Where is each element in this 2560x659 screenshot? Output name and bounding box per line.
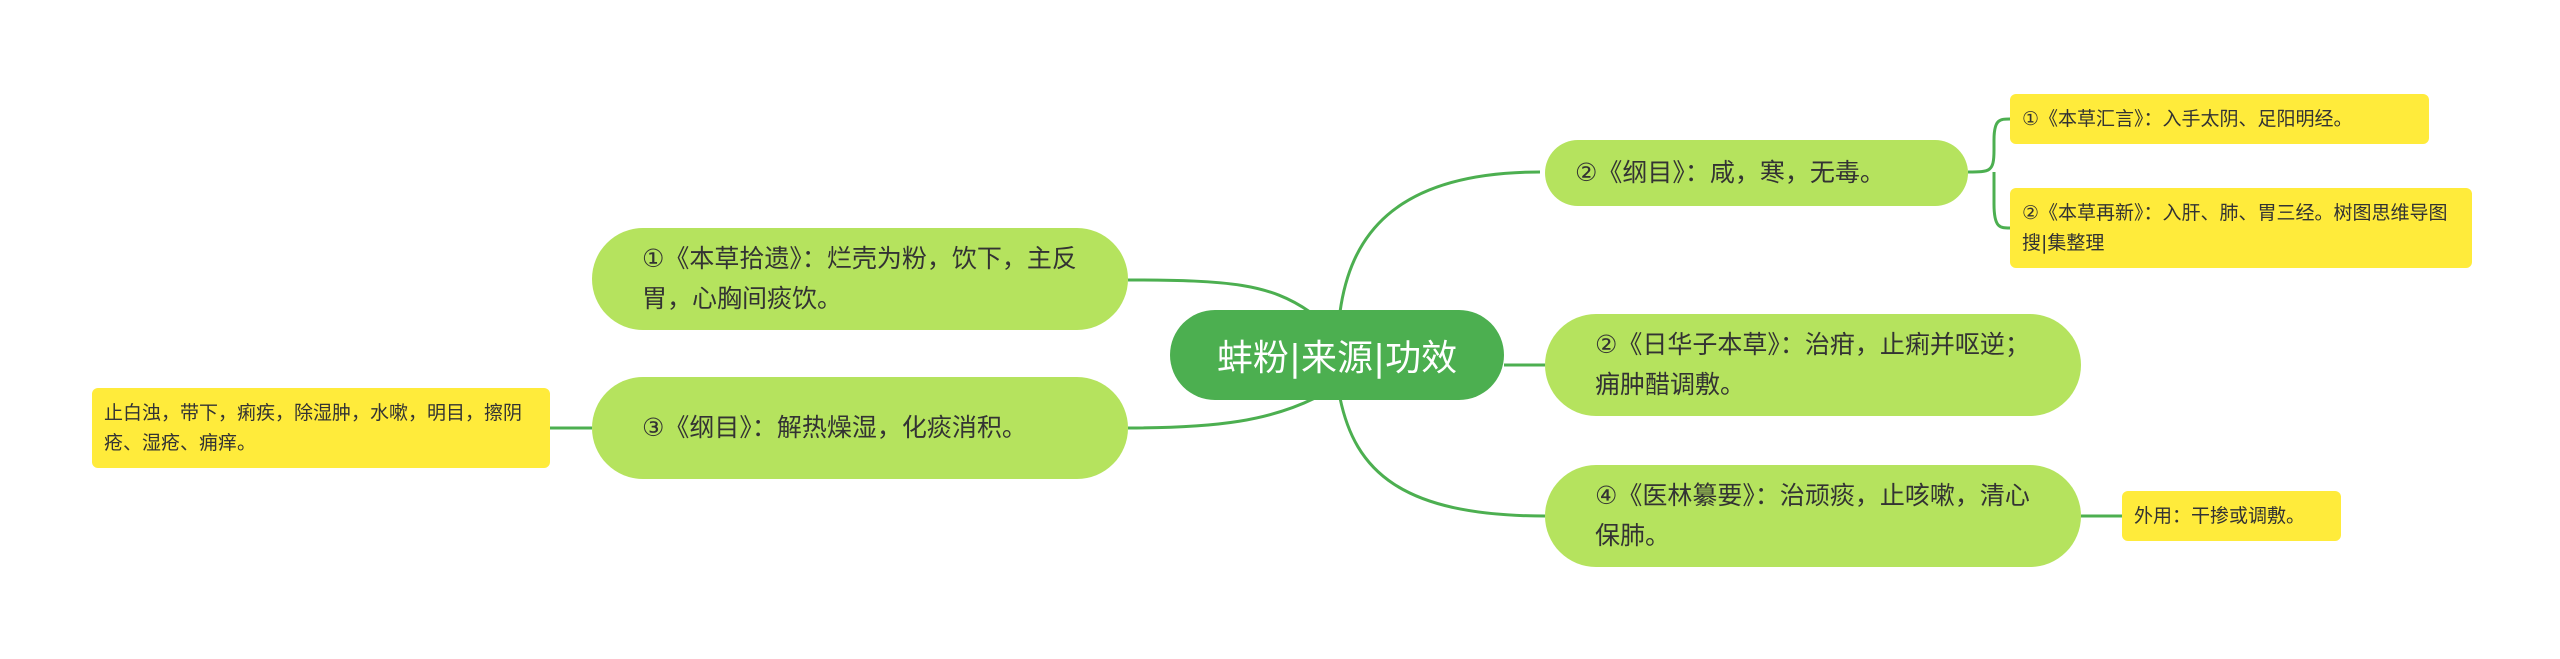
branch-node-label: ①《本草拾遗》：烂壳为粉，饮下，主反胃，心胸间痰饮。 <box>642 244 1077 313</box>
root-node[interactable]: 蚌粉|来源|功效 <box>1170 310 1504 400</box>
branch-node-bencao-shiyi[interactable]: ①《本草拾遗》：烂壳为粉，饮下，主反胃，心胸间痰饮。 <box>592 228 1128 330</box>
link-root-l2 <box>1127 396 1316 430</box>
root-node-label: 蚌粉|来源|功效 <box>1216 338 1458 379</box>
leaf-node-bencao-huiyan[interactable]: ①《本草汇言》：入手太阴、足阳明经。 <box>2010 94 2429 144</box>
link-root-l1 <box>1127 278 1311 314</box>
branch-node-gangmu-effects[interactable]: ③《纲目》：解热燥湿，化痰消积。 <box>592 377 1128 479</box>
branch-node-gangmu-properties[interactable]: ②《纲目》：咸，寒，无毒。 <box>1545 140 1968 206</box>
link-r1-r1b <box>1992 172 2011 230</box>
leaf-node-bencao-zaixin[interactable]: ②《本草再新》：入肝、肺、胃三经。树图思维导图搜|集整理 <box>2010 188 2472 268</box>
branch-node-label: ④《医林纂要》：治顽痰，止咳嗽，清心保肺。 <box>1595 481 2030 550</box>
leaf-node-label: ①《本草汇言》：入手太阴、足阳明经。 <box>2022 108 2353 130</box>
link-root-r1 <box>1338 170 1541 313</box>
leaf-node-indications[interactable]: 止白浊，带下，痢疾，除湿肿，水嗽，明目，擦阴疮、湿疮、痈痒。 <box>92 388 550 468</box>
leaf-node-label: ②《本草再新》：入肝、肺、胃三经。树图思维导图搜|集整理 <box>2022 202 2448 254</box>
link-r1-r1a <box>1967 117 2011 174</box>
branch-node-label: ③《纲目》：解热燥湿，化痰消积。 <box>642 413 1027 442</box>
link-root-r3 <box>1338 397 1546 518</box>
branch-node-yilin-zuanyao[interactable]: ④《医林纂要》：治顽痰，止咳嗽，清心保肺。 <box>1545 465 2081 567</box>
branch-node-rihuazi-bencao[interactable]: ②《日华子本草》：治疳，止痢并呕逆；痈肿醋调敷。 <box>1545 314 2081 416</box>
branch-node-label: ②《日华子本草》：治疳，止痢并呕逆；痈肿醋调敷。 <box>1595 330 2030 399</box>
branch-node-label: ②《纲目》：咸，寒，无毒。 <box>1575 158 1885 187</box>
leaf-node-label: 止白浊，带下，痢疾，除湿肿，水嗽，明目，擦阴疮、湿疮、痈痒。 <box>104 402 523 454</box>
leaf-node-label: 外用：干掺或调敷。 <box>2134 505 2306 527</box>
leaf-node-external-use[interactable]: 外用：干掺或调敷。 <box>2122 491 2341 541</box>
